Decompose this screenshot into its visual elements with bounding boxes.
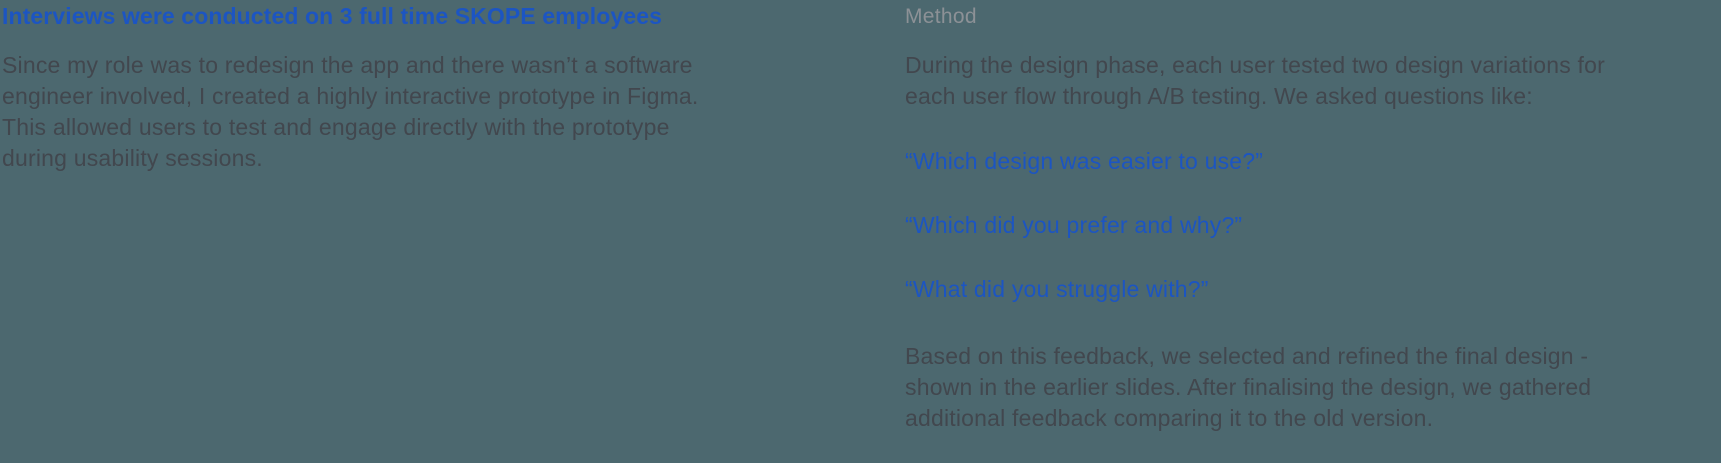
right-column: Method During the design phase, each use… — [905, 0, 1705, 434]
prototype-paragraph: Since my role was to redesign the app an… — [2, 52, 699, 171]
interviews-heading: Interviews were conducted on 3 full time… — [2, 3, 663, 29]
method-intro-paragraph: During the design phase, each user teste… — [905, 52, 1605, 109]
method-heading: Method — [905, 5, 977, 28]
question-item: “Which design was easier to use?” — [905, 148, 1264, 174]
question-item: “What did you struggle with?” — [905, 276, 1209, 302]
method-conclusion-paragraph: Based on this feedback, we selected and … — [905, 343, 1592, 431]
question-list: “Which design was easier to use?” “Which… — [905, 146, 1705, 305]
question-item: “Which did you prefer and why?” — [905, 212, 1243, 238]
left-column: Interviews were conducted on 3 full time… — [2, 0, 802, 174]
